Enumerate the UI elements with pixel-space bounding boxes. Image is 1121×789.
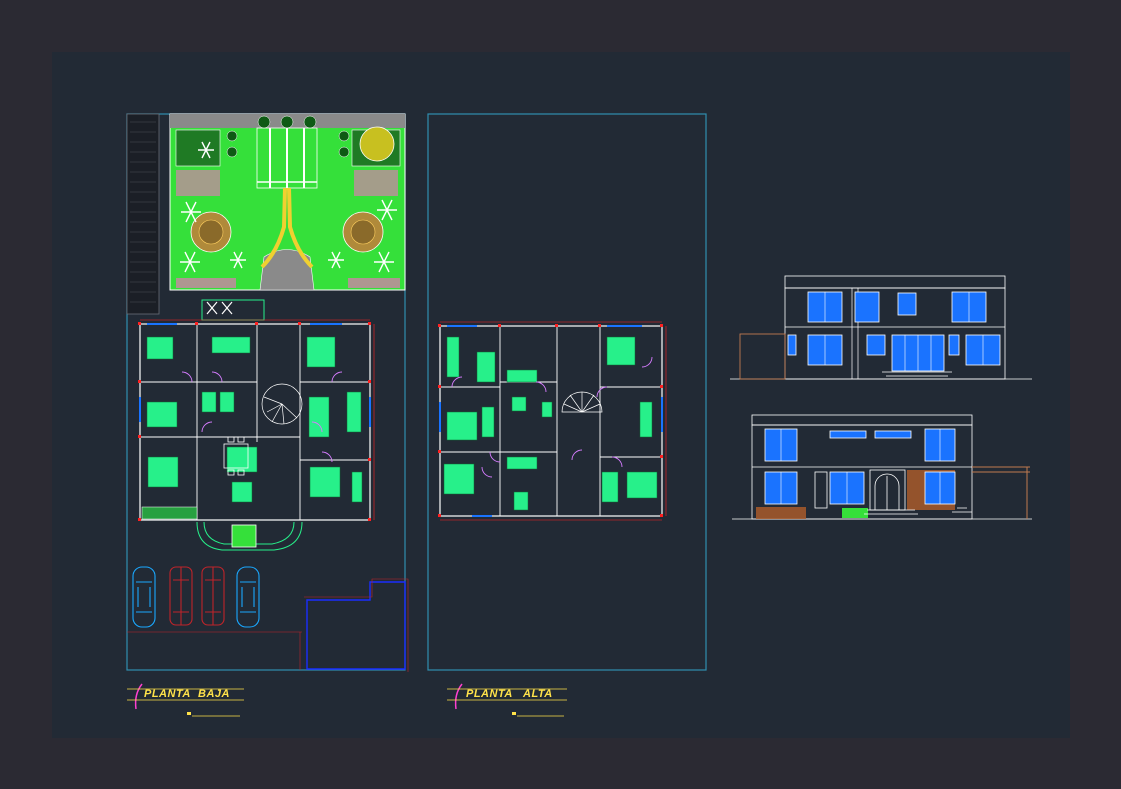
rear-windows <box>787 291 1001 372</box>
front-windows <box>764 428 956 505</box>
elevation-rear <box>730 275 1032 380</box>
ground-stair <box>261 383 303 425</box>
cad-drawing <box>126 113 1032 717</box>
parking <box>127 566 302 670</box>
upper-floor-title-block <box>447 683 567 717</box>
upper-floor-title-word-1: PLANTA <box>466 688 513 700</box>
car-blue-1 <box>132 566 156 628</box>
car-red-1 <box>169 566 193 626</box>
entrance-terrace <box>141 506 303 551</box>
front-entrance-door <box>814 469 906 511</box>
ground-floor-plan <box>126 113 409 717</box>
elevation-front <box>732 414 1032 520</box>
garden-yellow-path <box>260 187 314 269</box>
car-red-2 <box>201 566 225 626</box>
ground-floor-title-word-1: PLANTA <box>144 688 191 700</box>
entrance-planter <box>231 524 257 548</box>
ground-floor-title-block <box>127 683 244 717</box>
upper-floor-plan <box>427 113 707 717</box>
upper-floor-house <box>438 321 667 521</box>
car-blue-2 <box>236 566 260 628</box>
tree-canopy <box>359 126 395 162</box>
upper-floor-site-boundary <box>427 113 707 671</box>
annex-lot <box>306 581 406 670</box>
boundary-wall-hatch <box>126 113 160 315</box>
garden <box>169 113 406 291</box>
ground-floor-house <box>138 319 375 521</box>
garden-gravel-path <box>259 249 315 291</box>
bed <box>146 336 174 360</box>
stone-cladding-left <box>756 507 806 519</box>
entry-gate <box>201 299 265 321</box>
ground-floor-title-word-2: BAJA <box>198 688 230 700</box>
upper-stair <box>561 391 603 413</box>
drawing-sheet: PLANTA BAJA PLANTA ALTA <box>52 52 1070 738</box>
upper-floor-title-word-2: ALTA <box>523 688 553 700</box>
